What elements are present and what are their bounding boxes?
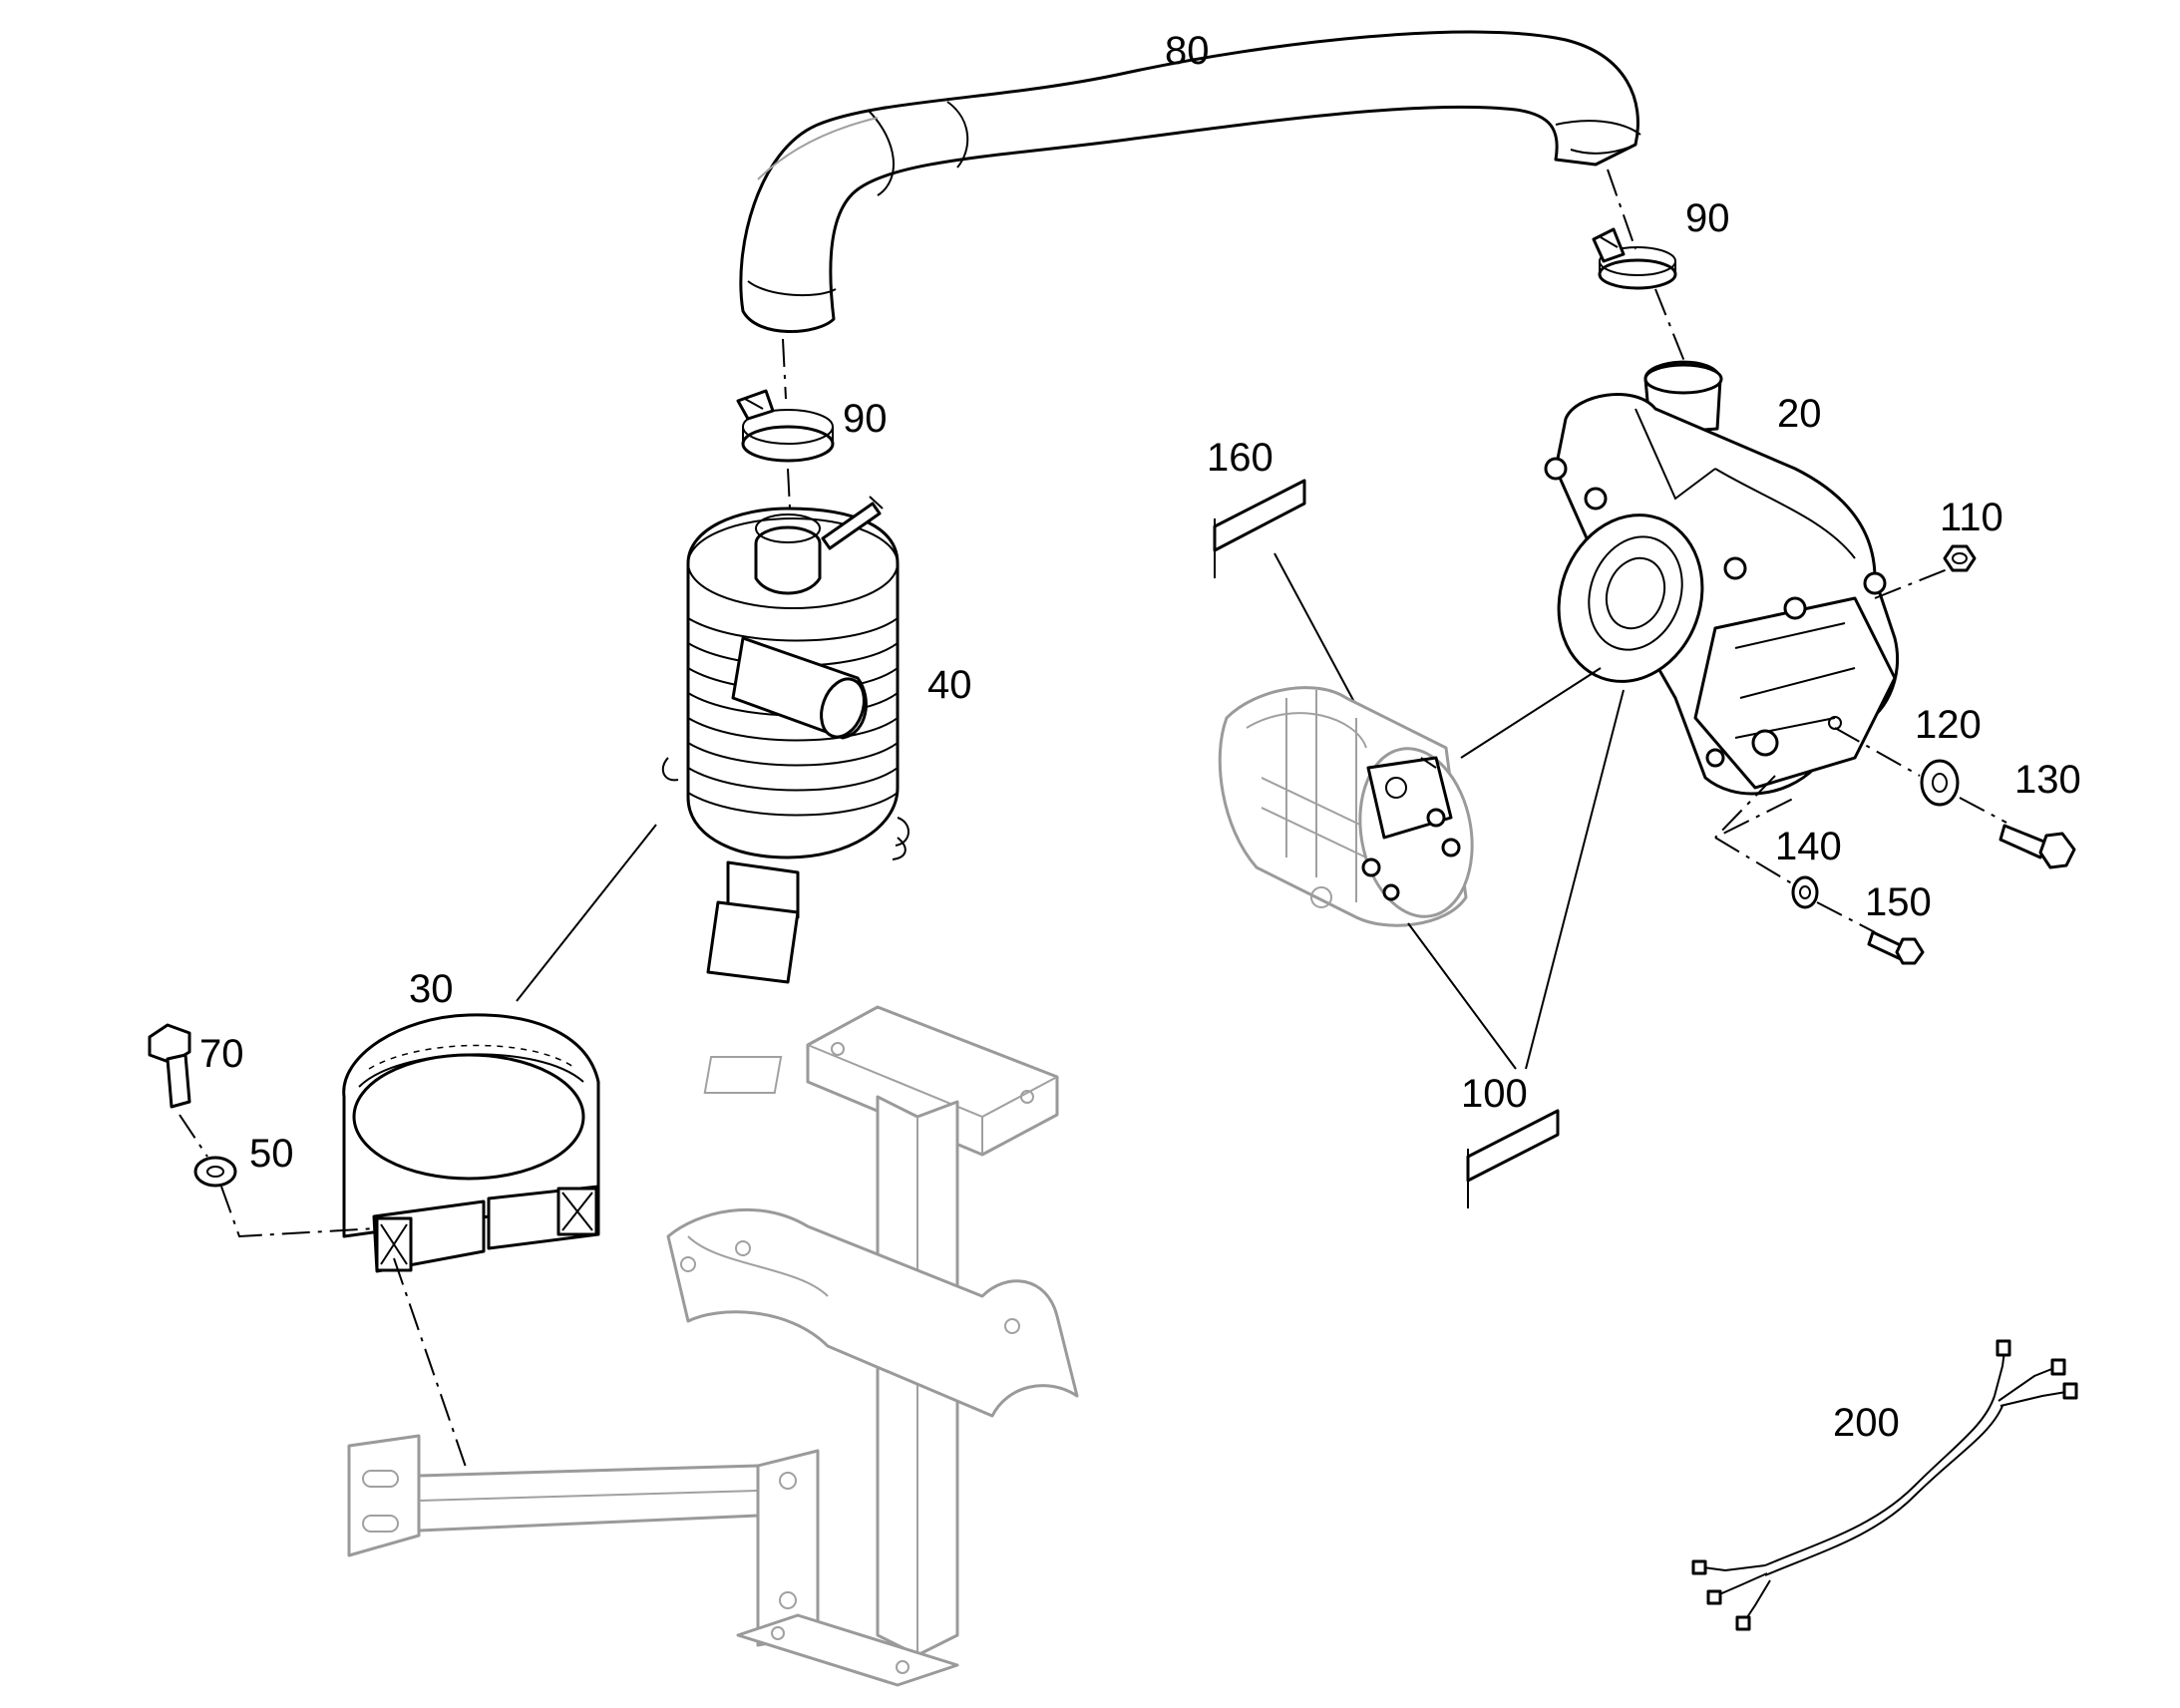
bolt-150 <box>1867 930 1925 965</box>
axis-line-washer-140 <box>1714 837 1876 933</box>
callout-150: 150 <box>1865 880 1932 924</box>
callout-20: 20 <box>1777 392 1822 436</box>
callout-100: 100 <box>1461 1072 1528 1116</box>
label-160 <box>1213 479 1306 578</box>
callout-80: 80 <box>1165 29 1210 73</box>
washer-140 <box>1791 875 1819 909</box>
leader-filter-to-band <box>516 824 657 1002</box>
bolt-130 <box>1998 824 2076 869</box>
callout-140: 140 <box>1775 825 1842 868</box>
hose-clamp-top-right <box>1592 227 1677 290</box>
washer-120 <box>1920 759 1960 807</box>
callout-200: 200 <box>1833 1401 1900 1445</box>
label-100 <box>1466 1109 1560 1208</box>
axis-line-hose-to-housing <box>1607 169 1686 365</box>
callout-70: 70 <box>199 1032 244 1076</box>
intake-hose <box>739 30 1641 334</box>
callout-90-top-right: 90 <box>1685 196 1730 240</box>
leader-label-100 <box>1407 689 1625 1070</box>
axis-line-housing-to-nut <box>1874 565 1956 599</box>
callout-120: 120 <box>1915 703 1982 747</box>
wiring-harness <box>1691 1339 2078 1631</box>
leader-alternator-to-housing <box>1460 667 1602 759</box>
nut-110 <box>1943 544 1977 572</box>
callout-110: 110 <box>1940 496 2003 539</box>
callout-30: 30 <box>409 967 454 1011</box>
callout-90-left: 90 <box>843 397 888 441</box>
axis-line-bolt-to-clamp <box>179 1114 378 1238</box>
axis-line-washer-120 <box>1834 727 2007 824</box>
housing <box>1544 360 1900 796</box>
air-filter <box>661 496 909 984</box>
callout-130: 130 <box>2014 758 2081 802</box>
hose-clamp-left <box>736 389 835 463</box>
mounting-bracket <box>347 1005 1079 1687</box>
callout-50: 50 <box>249 1132 294 1176</box>
alternator <box>1218 686 1474 927</box>
axis-line-clamp-to-bracket <box>393 1257 470 1477</box>
bolt-70 <box>148 1023 191 1109</box>
callout-160: 160 <box>1207 436 1273 480</box>
callout-40: 40 <box>927 663 972 707</box>
band-clamp <box>342 1013 600 1273</box>
washer-50 <box>193 1156 237 1188</box>
